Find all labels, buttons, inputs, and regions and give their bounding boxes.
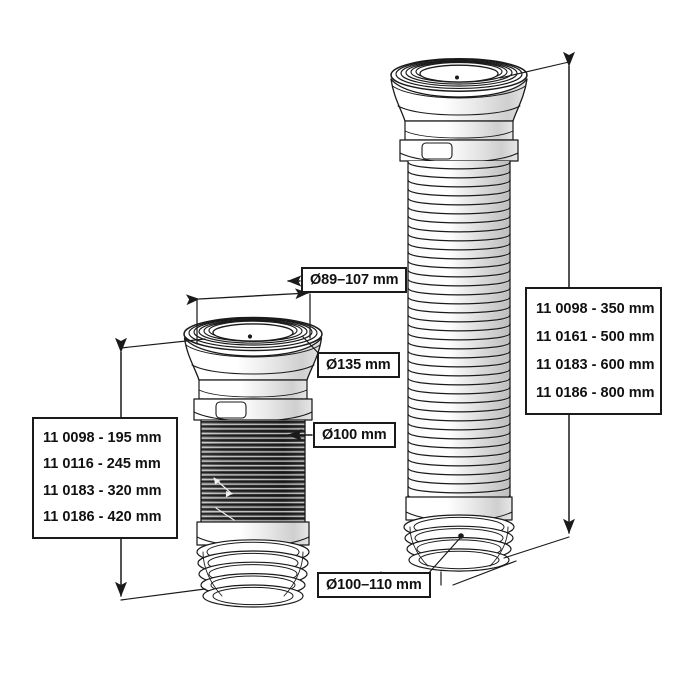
list-item: 11 0098 - 195 mm bbox=[43, 429, 162, 446]
diameter-135-callout: Ø135 mm bbox=[317, 352, 400, 378]
right-bellows bbox=[407, 160, 511, 503]
leader-100-110-right bbox=[452, 560, 517, 586]
left-outlet-seal-rings bbox=[196, 539, 310, 608]
diameter-100-110-label: Ø100–110 mm bbox=[326, 577, 422, 593]
diameter-100-110-callout: Ø100–110 mm bbox=[317, 572, 431, 598]
list-item: 11 0098 - 350 mm bbox=[536, 300, 655, 317]
diameter-100-label: Ø100 mm bbox=[322, 427, 387, 443]
dimension-left-overall-length bbox=[115, 337, 206, 601]
list-item: 11 0186 - 800 mm bbox=[536, 384, 655, 401]
list-item: 11 0161 - 500 mm bbox=[536, 328, 655, 345]
diameter-89-107-label: Ø89–107 mm bbox=[310, 272, 399, 288]
left-product-illustration bbox=[183, 316, 323, 608]
left-product-variant-list: 11 0098 - 195 mm 11 0116 - 245 mm 11 018… bbox=[32, 417, 178, 539]
right-product-variant-list: 11 0098 - 350 mm 11 0161 - 500 mm 11 018… bbox=[525, 287, 662, 415]
list-item: 11 0186 - 420 mm bbox=[43, 509, 162, 526]
right-product-illustration bbox=[390, 58, 528, 572]
list-item: 11 0183 - 320 mm bbox=[43, 482, 162, 499]
diameter-89-107-callout: Ø89–107 mm bbox=[301, 267, 408, 293]
right-outlet-seal-rings bbox=[403, 514, 515, 572]
right-socket-rim bbox=[390, 58, 528, 92]
list-item: 11 0116 - 245 mm bbox=[43, 456, 161, 473]
diameter-100-callout: Ø100 mm bbox=[313, 422, 396, 448]
list-item: 11 0183 - 600 mm bbox=[536, 356, 655, 373]
left-socket-rim bbox=[183, 316, 323, 352]
diameter-135-label: Ø135 mm bbox=[326, 357, 391, 373]
dimension-right-overall-length bbox=[499, 51, 575, 559]
